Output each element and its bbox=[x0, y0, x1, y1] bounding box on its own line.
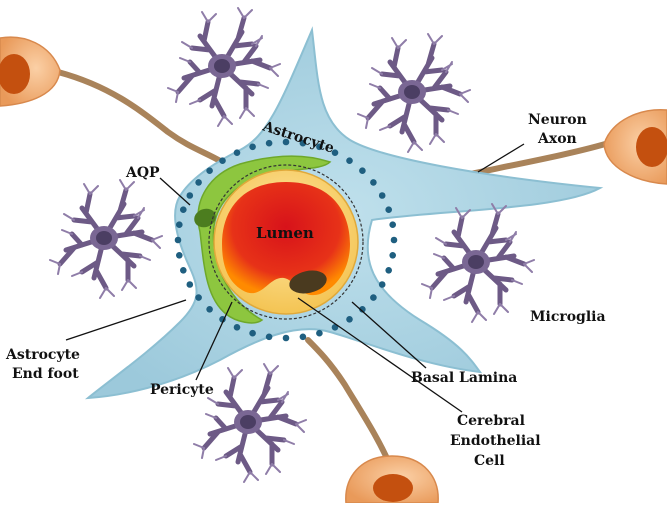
aqp-dot bbox=[378, 192, 386, 199]
leader-aqp bbox=[159, 177, 191, 206]
aqp-dot bbox=[249, 329, 256, 337]
aqp-dot bbox=[186, 281, 194, 288]
aqp-dot bbox=[359, 306, 366, 313]
aqp-dot bbox=[316, 329, 323, 337]
aqp-dot bbox=[186, 192, 194, 199]
label-endfoot-2: End foot bbox=[12, 366, 79, 382]
aqp-dot bbox=[282, 334, 290, 342]
label-neuron: Neuron bbox=[528, 112, 587, 128]
aqp-dot bbox=[359, 167, 366, 174]
leader-endfoot bbox=[65, 299, 187, 341]
label-endfoot-1: Astrocyte bbox=[5, 347, 80, 363]
aqp-dot bbox=[389, 221, 397, 228]
aqp-dots bbox=[174, 138, 398, 342]
aqp-dot bbox=[331, 149, 339, 156]
label-endo-2: Endothelial bbox=[450, 433, 541, 449]
aqp-dot bbox=[219, 157, 226, 164]
aqp-dot bbox=[316, 143, 323, 151]
label-microglia: Microglia bbox=[530, 309, 606, 325]
leader-pericyte bbox=[195, 301, 233, 381]
aqp-dot bbox=[174, 236, 182, 244]
aqp-dot bbox=[195, 179, 202, 186]
axon-top-left bbox=[55, 69, 225, 165]
label-aqp: AQP bbox=[125, 165, 160, 181]
leader-endothelial bbox=[297, 297, 463, 413]
neuron-bottom bbox=[345, 455, 439, 504]
aqp-dot bbox=[233, 324, 241, 331]
aqp-dot bbox=[265, 333, 273, 341]
aqp-dot bbox=[370, 294, 377, 301]
aqp-dot bbox=[282, 138, 290, 146]
aqp-dot bbox=[180, 206, 187, 213]
basal-lamina bbox=[208, 164, 364, 320]
label-endo-3: Cell bbox=[474, 453, 505, 469]
aqp-dot bbox=[176, 252, 183, 259]
microglia-right bbox=[422, 204, 534, 322]
aqp-dot bbox=[233, 149, 241, 156]
microglia-top-left bbox=[168, 8, 280, 126]
aqp-dot bbox=[299, 139, 307, 147]
aqp-dot bbox=[385, 206, 393, 213]
aqp-dot bbox=[265, 139, 273, 147]
label-axon: Axon bbox=[537, 131, 577, 147]
aqp-dot bbox=[206, 306, 213, 313]
aqp-dot bbox=[206, 167, 213, 174]
leader-neuron bbox=[477, 143, 525, 173]
label-endo-1: Cerebral bbox=[457, 413, 525, 429]
pericyte-nucleus bbox=[194, 208, 216, 228]
neuron-top-left bbox=[0, 36, 61, 107]
microglia-top-right bbox=[358, 34, 470, 152]
aqp-dot bbox=[346, 157, 353, 164]
aqp-dot bbox=[180, 267, 187, 274]
aqp-dot bbox=[346, 316, 353, 323]
aqp-dot bbox=[370, 179, 377, 186]
pericyte bbox=[197, 155, 332, 324]
aqp-dot bbox=[299, 333, 307, 341]
aqp-dot bbox=[385, 267, 393, 274]
aqp-dot bbox=[378, 281, 386, 288]
aqp-dot bbox=[176, 221, 183, 228]
aqp-dot bbox=[389, 252, 397, 259]
label-basal-lamina: Basal Lamina bbox=[411, 370, 517, 386]
aqp-dot bbox=[249, 143, 256, 151]
label-lumen: Lumen bbox=[256, 224, 314, 242]
axon-bottom bbox=[305, 337, 395, 473]
microglia-left bbox=[50, 180, 162, 298]
aqp-dot bbox=[390, 236, 398, 244]
neuron-right bbox=[603, 109, 667, 185]
endothelial-nucleus bbox=[289, 270, 327, 294]
label-pericyte: Pericyte bbox=[150, 382, 214, 398]
aqp-dot bbox=[195, 294, 202, 301]
leader-basal-lamina bbox=[351, 301, 427, 369]
lumen bbox=[222, 182, 350, 296]
